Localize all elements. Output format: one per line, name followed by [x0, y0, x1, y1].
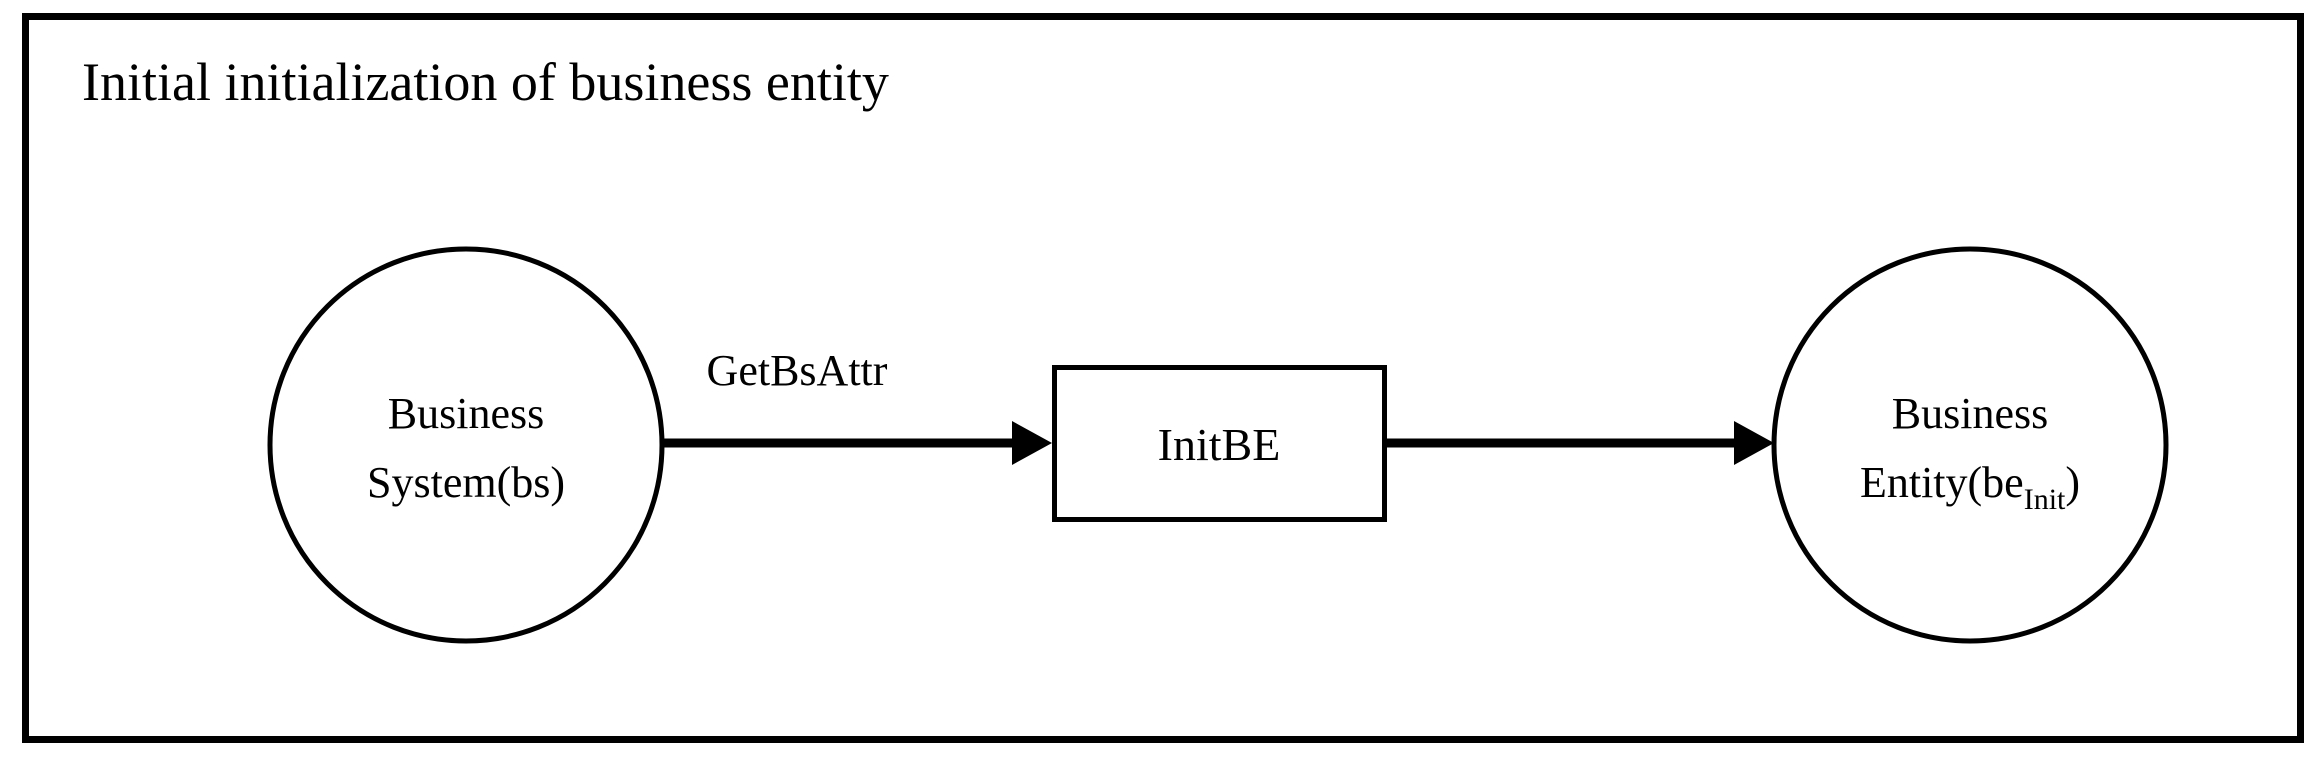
node-init-be-shape[interactable] — [1052, 365, 1387, 522]
node-business-entity-label-close: ) — [2065, 458, 2080, 507]
node-business-entity-label-base: Entity(be — [1860, 458, 2024, 507]
node-business-system-shape[interactable] — [267, 246, 665, 644]
node-business-system-label-line2: System(bs) — [367, 458, 565, 507]
edge-getbsattr-label: GetBsAttr — [707, 346, 888, 395]
node-business-entity-label-line1: Business — [1892, 389, 2048, 438]
edge-getbsattr-arrowhead — [1012, 421, 1052, 465]
node-business-system-label-line1: Business — [388, 389, 544, 438]
figure-title: Initial initialization of business entit… — [82, 52, 889, 112]
node-business-entity-label-line2: Entity(beInit) — [1860, 458, 2080, 516]
figure-border — [22, 13, 2304, 743]
node-business-entity-label-subscript: Init — [2024, 483, 2066, 516]
edge-initbe-to-entity-arrowhead — [1734, 421, 1774, 465]
node-business-entity-shape[interactable] — [1771, 246, 2169, 644]
node-init-be-label: InitBE — [1158, 419, 1281, 470]
